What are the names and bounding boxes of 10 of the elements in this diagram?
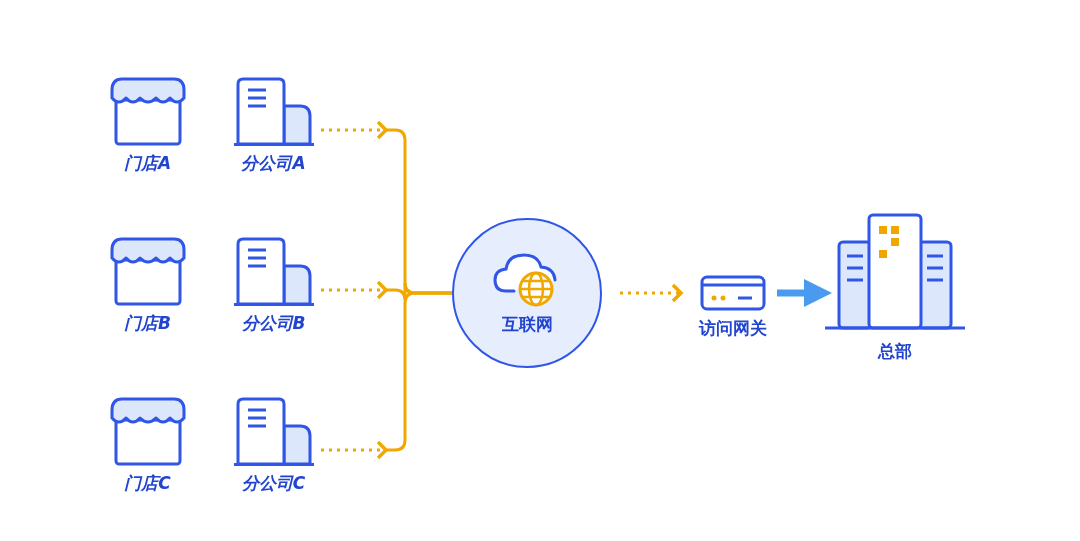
node-label: 分公司B: [241, 312, 306, 335]
node-label: 互联网: [501, 312, 553, 336]
arrow: [620, 283, 684, 303]
node-label: 门店B: [124, 312, 171, 335]
node-label: 分公司C: [241, 472, 306, 495]
node-label: 总部: [878, 340, 912, 363]
node-label: 门店C: [124, 472, 171, 495]
node-label: 分公司A: [241, 152, 306, 175]
node-label: 门店A: [123, 152, 172, 175]
node-label: 访问网关: [699, 317, 767, 340]
